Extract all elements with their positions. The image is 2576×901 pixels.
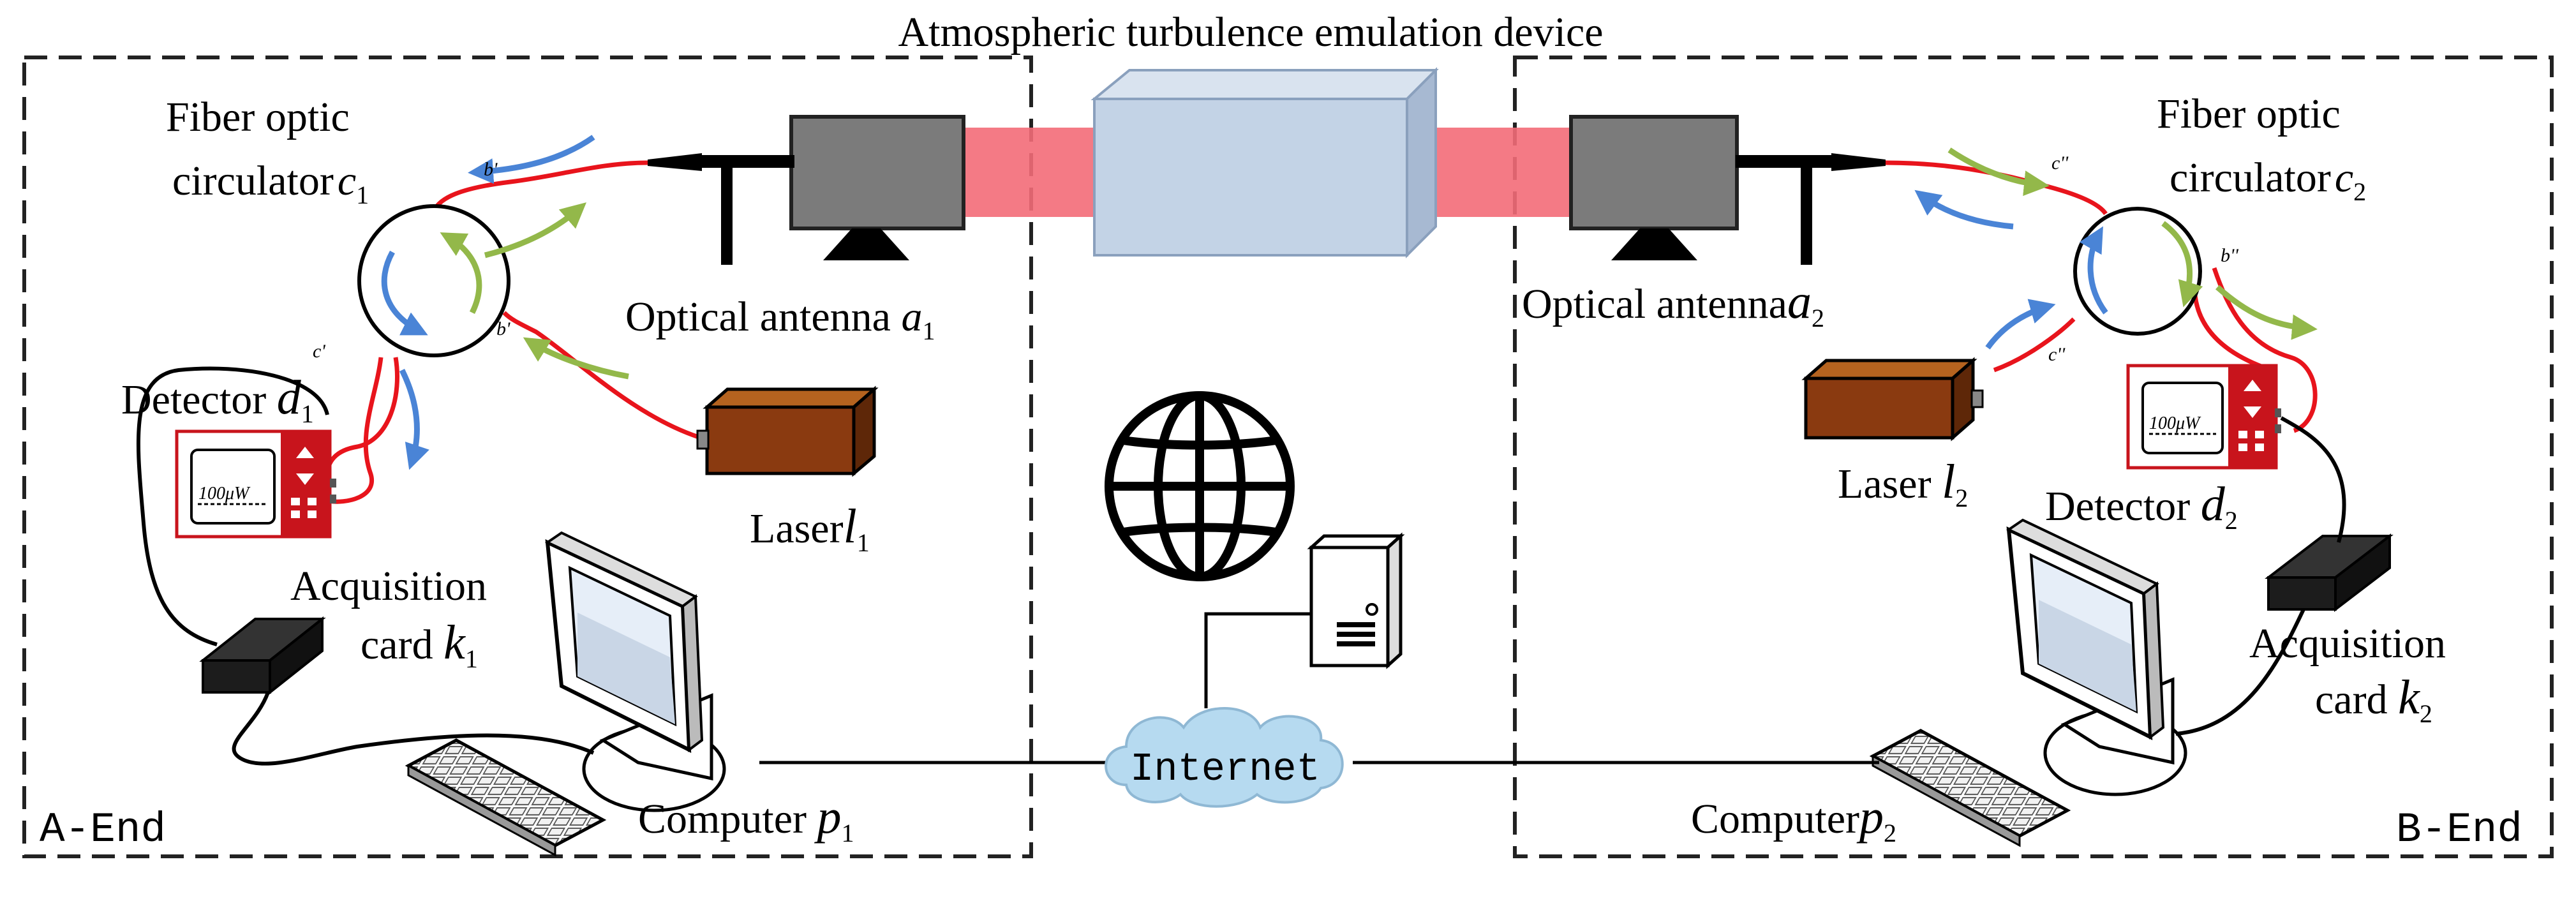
internet-cloud: [1105, 707, 1344, 808]
b-end-cables: [2175, 416, 2346, 736]
keyboard-p2: [1869, 729, 2071, 847]
port-mark: b'': [2221, 245, 2238, 266]
keyboard-p1: [405, 738, 607, 857]
fiber-circulator-c2: [2073, 207, 2202, 336]
detector-d2: 100μW: [2126, 364, 2281, 470]
port-mark: c'': [2051, 153, 2069, 174]
beam-left: [960, 128, 1098, 217]
computer-p1: [544, 531, 726, 812]
fiber-circulator-c1: [357, 204, 510, 357]
circulator-c2-label-line2: circulatorc2: [2170, 154, 2366, 206]
circulator-c2-arrows: [2079, 221, 2203, 315]
card-k2-label-line2: card k2: [2315, 671, 2432, 728]
a-end-flow-arrows: [399, 135, 629, 470]
detector-d2-reading: 100μW: [2149, 413, 2201, 433]
a-end-cables: [136, 366, 595, 766]
computer-p2: [2006, 518, 2187, 796]
laser-l2: [1801, 357, 1984, 442]
a-end-region: [22, 56, 1033, 858]
detector-d1: 100μW: [175, 429, 336, 539]
port-mark: c'': [2048, 344, 2066, 365]
globe-icon: [1105, 391, 1295, 581]
server-icon: [1307, 532, 1405, 669]
optical-antenna-a2: [1569, 115, 1886, 265]
circulator-c1-label-line2: circulatorc1: [172, 158, 369, 209]
acquisition-card-k2: [2265, 533, 2394, 613]
b-end-flow-arrows: [1914, 147, 2318, 350]
turbulence-device-title: Atmospheric turbulence emulation device: [898, 9, 1603, 56]
port-mark: b': [496, 318, 510, 339]
detector-d1-reading: 100μW: [198, 484, 251, 503]
laser-l1: [696, 385, 879, 477]
circulator-c1-arrows: [381, 232, 482, 336]
antenna-a1-label: Optical antenna a1: [625, 294, 935, 345]
port-mark: c': [313, 341, 325, 362]
card-k1-label-line1: Acquisition: [290, 563, 487, 609]
optical-antenna-a1: [648, 115, 965, 265]
network-lines: [759, 612, 1879, 764]
b-end-label: B-End: [2396, 806, 2522, 854]
detector-d2-label: Detector d2: [2045, 477, 2238, 535]
turbulence-emulation-box: [1091, 67, 1439, 258]
circulator-c1-label-line1: Fiber optic: [166, 94, 350, 140]
laser-l2-label: Laser l2: [1838, 455, 1968, 512]
laser-l1-label: Laserl1: [750, 500, 870, 557]
antenna-a2-label: Optical antennaa2: [1522, 275, 1824, 332]
card-k2-label-line1: Acquisition: [2249, 620, 2446, 667]
b-end-region: [1513, 56, 2554, 858]
port-mark: b': [484, 159, 498, 180]
detector-d1-label: Detector d1: [121, 371, 314, 428]
beam-right: [1420, 128, 1579, 217]
internet-label: Internet: [1130, 747, 1320, 792]
circulator-c2-label-line1: Fiber optic: [2157, 91, 2341, 137]
computer-p1-label: Computer p1: [638, 790, 854, 847]
computer-p2-label: Computerp2: [1691, 790, 1896, 847]
a-end-label: A-End: [40, 806, 166, 854]
card-k1-label-line2: card k1: [361, 616, 478, 673]
acquisition-card-k1: [199, 616, 326, 696]
